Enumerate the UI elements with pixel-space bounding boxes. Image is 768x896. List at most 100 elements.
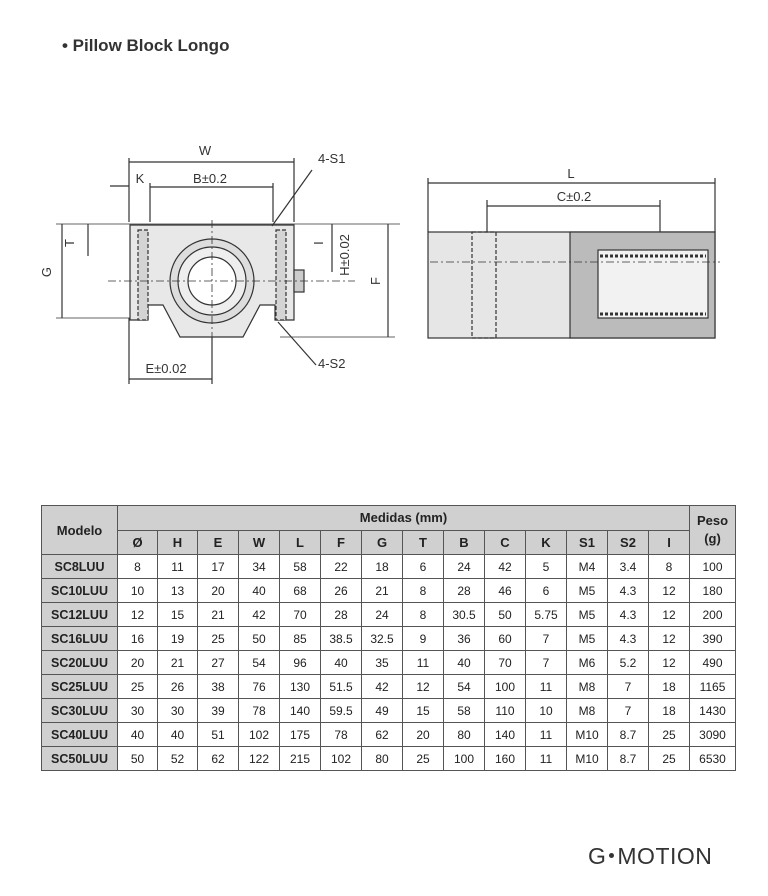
value-cell: 76 [238,674,280,699]
value-cell: 38 [197,674,239,699]
weight-cell: 490 [689,650,736,675]
value-cell: 6 [402,554,444,579]
value-cell: 7 [525,650,567,675]
column-header: G [361,529,403,555]
weight-cell: 1430 [689,698,736,723]
value-cell: 20 [402,722,444,747]
dim-label-g: G [39,267,54,277]
dimensions-group-header: Medidas (mm) [117,505,690,531]
value-cell: 18 [648,674,690,699]
value-cell: M5 [566,578,608,603]
value-cell: 25 [117,674,158,699]
value-cell: 10 [525,698,567,723]
weight-cell: 3090 [689,722,736,747]
side-view-drawing [427,178,720,339]
value-cell: 8.7 [607,746,649,771]
value-cell: 80 [443,722,485,747]
value-cell: 140 [279,698,321,723]
value-cell: 8 [117,554,158,579]
value-cell: 28 [320,602,362,627]
value-cell: 18 [648,698,690,723]
value-cell: 19 [157,626,198,651]
dim-label-t: T [62,239,77,247]
value-cell: 21 [361,578,403,603]
value-cell: 35 [361,650,403,675]
weight-cell: 6530 [689,746,736,771]
dim-label-f: F [368,277,383,285]
value-cell: 58 [443,698,485,723]
value-cell: 22 [320,554,362,579]
dim-label-e: E±0.02 [145,361,186,376]
dim-label-c: C±0.2 [557,189,592,204]
value-cell: M5 [566,602,608,627]
value-cell: 5.75 [525,602,567,627]
value-cell: 122 [238,746,280,771]
value-cell: 50 [238,626,280,651]
value-cell: 21 [197,602,239,627]
model-cell: SC10LUU [41,578,118,603]
value-cell: 11 [157,554,198,579]
brand-text-left: G [588,843,607,869]
model-cell: SC25LUU [41,674,118,699]
column-header: S2 [607,529,649,555]
value-cell: 15 [402,698,444,723]
value-cell: 4.3 [607,626,649,651]
model-cell: SC40LUU [41,722,118,747]
dim-label-s2: 4-S2 [318,356,345,371]
column-header: F [320,529,362,555]
dim-label-h: H±0.02 [337,234,352,276]
dim-label-w: W [199,143,212,158]
value-cell: 18 [361,554,403,579]
value-cell: 40 [157,722,198,747]
weight-header: Peso (g) [689,505,736,555]
value-cell: 26 [320,578,362,603]
value-cell: 50 [117,746,158,771]
value-cell: 54 [238,650,280,675]
value-cell: 11 [525,674,567,699]
column-header: E [197,529,239,555]
value-cell: 17 [197,554,239,579]
value-cell: 11 [525,722,567,747]
value-cell: 42 [484,554,526,579]
column-header: Ø [117,529,158,555]
value-cell: M5 [566,626,608,651]
value-cell: 7 [607,674,649,699]
value-cell: 51 [197,722,239,747]
value-cell: 52 [157,746,198,771]
column-header: S1 [566,529,608,555]
value-cell: 30.5 [443,602,485,627]
value-cell: 13 [157,578,198,603]
value-cell: 25 [197,626,239,651]
value-cell: 32.5 [361,626,403,651]
model-cell: SC12LUU [41,602,118,627]
value-cell: 20 [117,650,158,675]
front-view-drawing [56,158,400,384]
value-cell: 26 [157,674,198,699]
model-header: Modelo [41,505,118,555]
value-cell: 8.7 [607,722,649,747]
value-cell: 102 [320,746,362,771]
value-cell: 7 [525,626,567,651]
value-cell: 40 [117,722,158,747]
value-cell: 175 [279,722,321,747]
value-cell: 78 [320,722,362,747]
dim-label-i: I [311,241,326,245]
value-cell: M8 [566,674,608,699]
value-cell: 54 [443,674,485,699]
value-cell: 42 [238,602,280,627]
value-cell: 25 [402,746,444,771]
value-cell: 25 [648,746,690,771]
value-cell: 102 [238,722,280,747]
value-cell: 34 [238,554,280,579]
column-header: T [402,529,444,555]
value-cell: 8 [648,554,690,579]
value-cell: M8 [566,698,608,723]
value-cell: 59.5 [320,698,362,723]
technical-drawings: W B±0.2 K 4-S1 4-S2 E±0.02 T G I H±0.02 … [39,143,720,384]
brand-dot [609,853,615,859]
